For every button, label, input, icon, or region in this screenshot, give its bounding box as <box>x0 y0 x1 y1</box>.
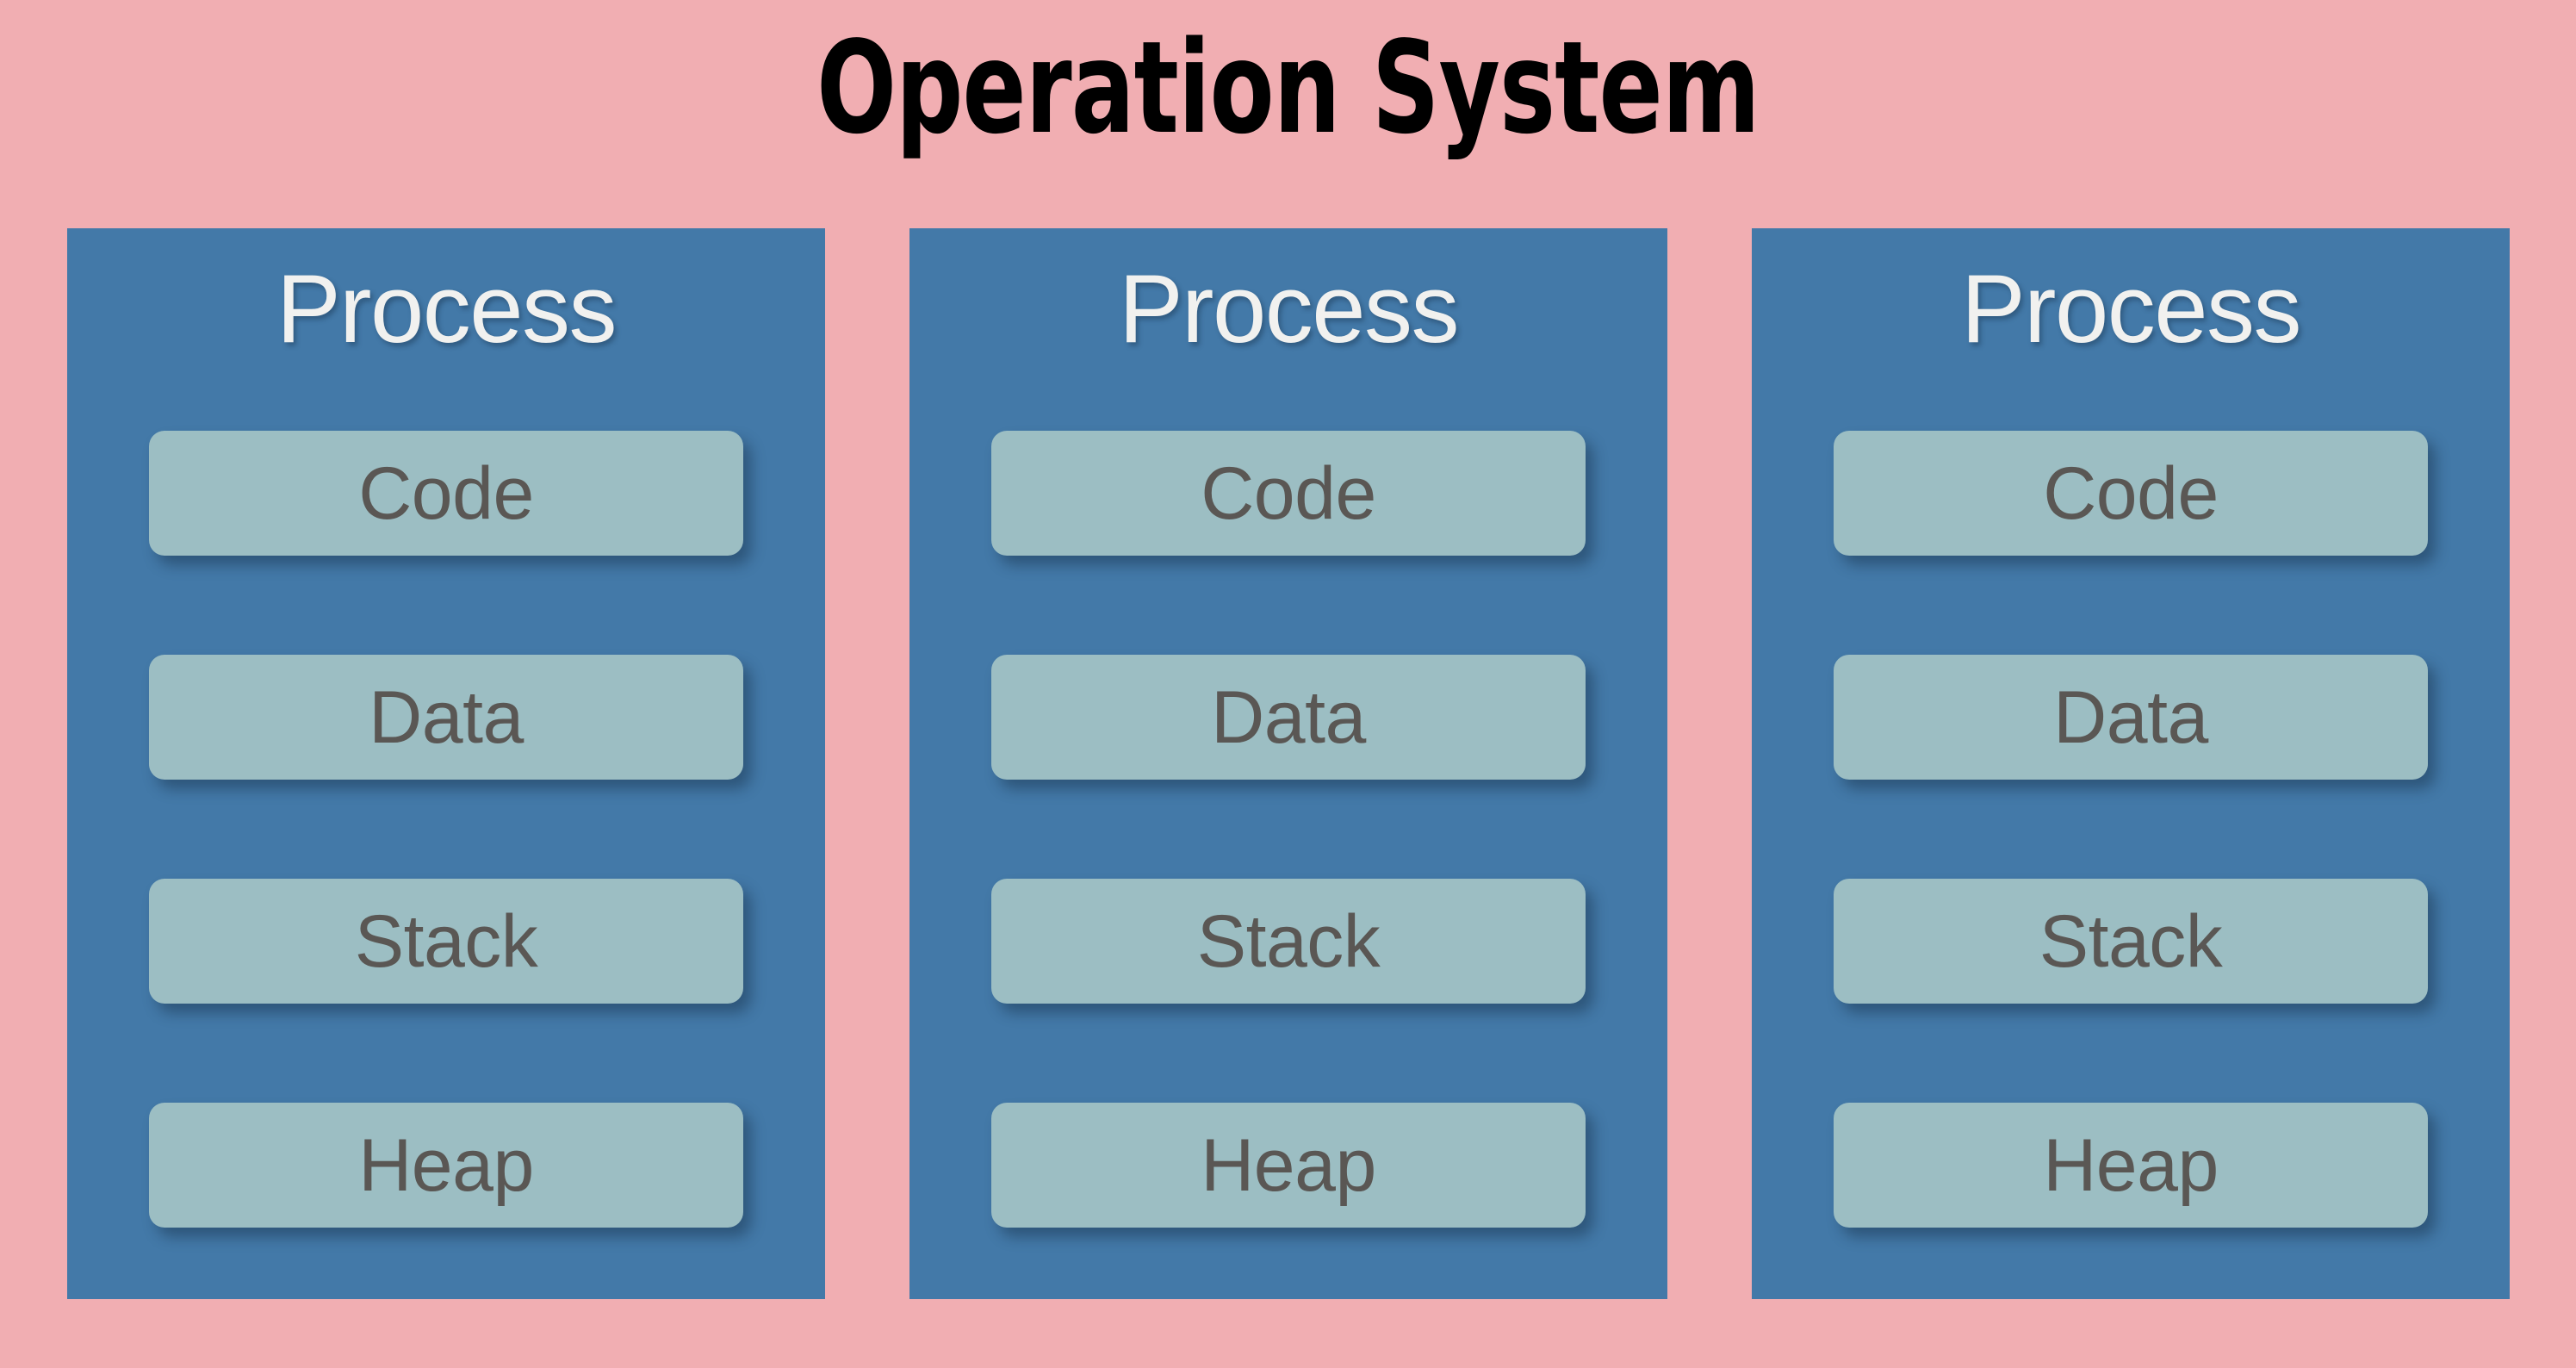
memory-segment-label: Stack <box>2039 899 2223 983</box>
memory-segment-code: Code <box>1834 431 2428 556</box>
process-heading: Process <box>1118 255 1460 363</box>
memory-segment-label: Stack <box>354 899 538 983</box>
process-list: Process Code Data Stack Heap Process <box>67 228 2510 1299</box>
memory-segment-list: Code Data Stack Heap <box>991 431 1586 1228</box>
page-title: Operation System <box>816 14 1760 162</box>
memory-segment-data: Data <box>1834 655 2428 780</box>
memory-segment-label: Heap <box>1201 1123 1376 1207</box>
memory-segment-code: Code <box>149 431 743 556</box>
memory-segment-heap: Heap <box>991 1103 1586 1228</box>
memory-segment-stack: Stack <box>1834 879 2428 1004</box>
memory-segment-label: Code <box>2043 451 2219 535</box>
process-box-3: Process Code Data Stack Heap <box>1752 228 2510 1299</box>
memory-segment-stack: Stack <box>149 879 743 1004</box>
process-box-2: Process Code Data Stack Heap <box>909 228 1667 1299</box>
memory-segment-stack: Stack <box>991 879 1586 1004</box>
memory-segment-label: Data <box>1211 675 1366 759</box>
memory-segment-label: Heap <box>2043 1123 2219 1207</box>
process-box-1: Process Code Data Stack Heap <box>67 228 825 1299</box>
memory-segment-heap: Heap <box>149 1103 743 1228</box>
process-heading: Process <box>1960 255 2302 363</box>
memory-segment-data: Data <box>149 655 743 780</box>
memory-segment-label: Code <box>1201 451 1376 535</box>
memory-segment-data: Data <box>991 655 1586 780</box>
memory-segment-label: Code <box>358 451 534 535</box>
memory-segment-list: Code Data Stack Heap <box>1834 431 2428 1228</box>
memory-segment-label: Data <box>369 675 524 759</box>
memory-segment-label: Heap <box>358 1123 534 1207</box>
memory-segment-label: Stack <box>1196 899 1381 983</box>
memory-segment-heap: Heap <box>1834 1103 2428 1228</box>
memory-segment-code: Code <box>991 431 1586 556</box>
memory-segment-label: Data <box>2053 675 2208 759</box>
process-heading: Process <box>276 255 618 363</box>
memory-segment-list: Code Data Stack Heap <box>149 431 743 1228</box>
